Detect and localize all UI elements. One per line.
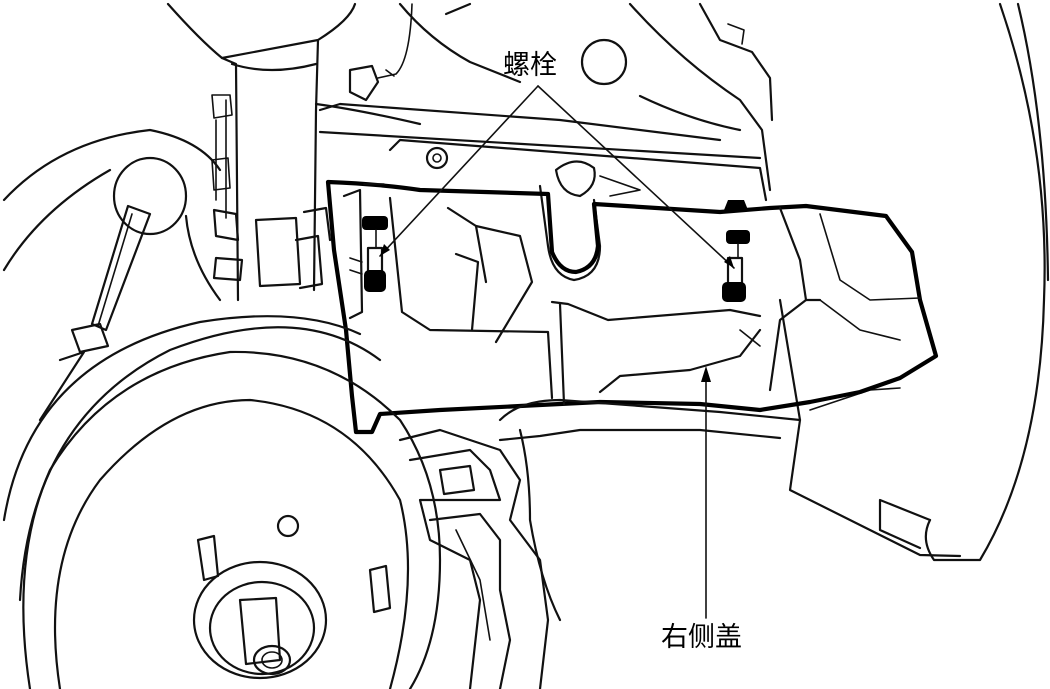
right-side-cover: [325, 179, 939, 435]
brake-disc: [2, 315, 442, 689]
caliper: [398, 398, 802, 689]
mount-bracket: [388, 138, 768, 282]
right-side-cover-label: 右侧盖: [661, 622, 742, 653]
bolt-right: [722, 200, 750, 302]
bolts-label: 螺栓: [503, 50, 557, 81]
strut-tower: [166, 2, 774, 302]
bolt-left: [349, 183, 388, 292]
callout-leaders: [379, 85, 735, 619]
steering-tie-rod: [2, 128, 332, 422]
wheel-arch: [778, 2, 1050, 562]
